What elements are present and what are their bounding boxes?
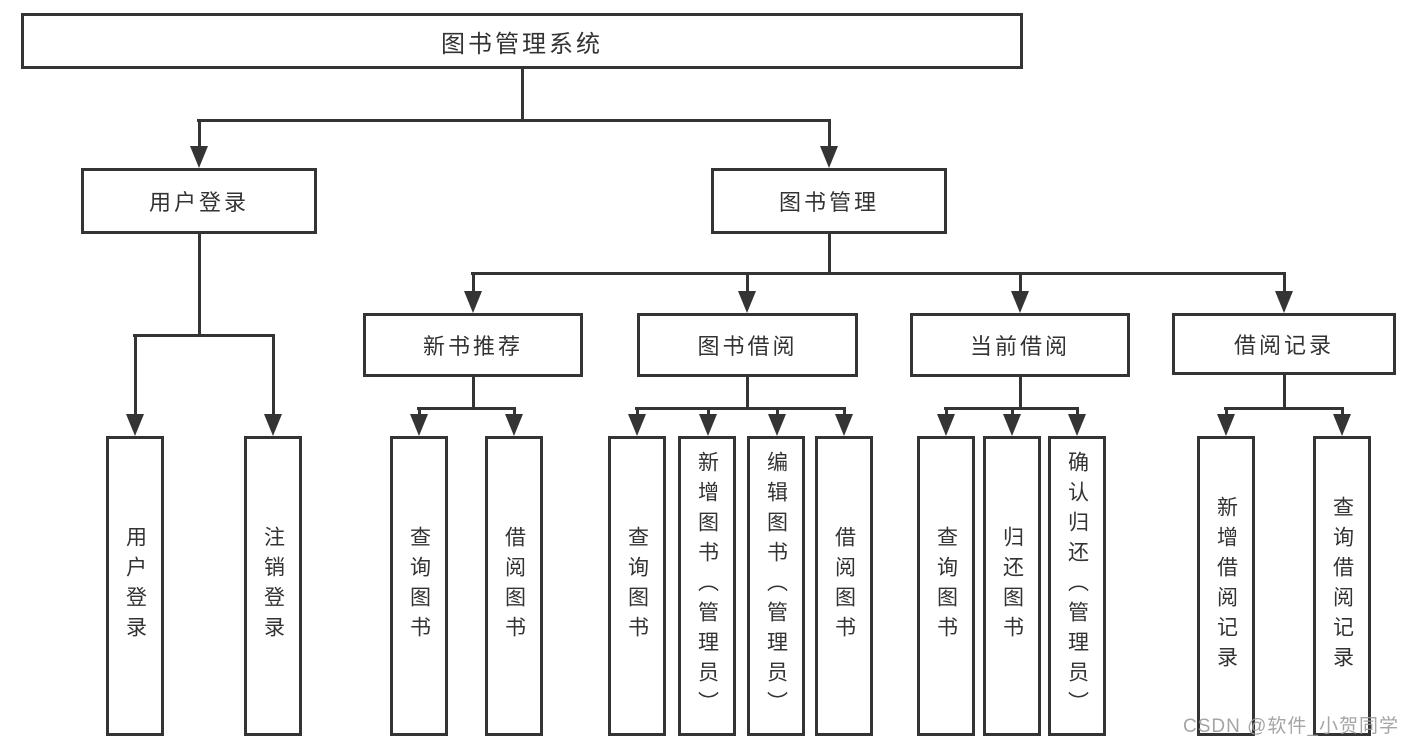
leaf-label: 编辑图书（管理员） [764, 451, 788, 721]
leaf-query-books-recommend: 查询图书 [390, 436, 448, 736]
leaf-label: 新增借阅记录 [1214, 496, 1238, 676]
csdn-watermark: CSDN @软件_小贺同学 [1183, 716, 1399, 737]
leaf-label: 查询图书 [407, 526, 431, 646]
leaf-confirm-return-admin: 确认归还（管理员） [1048, 436, 1106, 736]
leaf-logout: 注销登录 [244, 436, 302, 736]
node-label: 图书管理 [778, 190, 879, 215]
arrowhead-icon [628, 414, 646, 436]
node-new-book-recommend: 新书推荐 [363, 313, 583, 377]
connector-segment [746, 272, 749, 293]
node-label: 图书借阅 [697, 334, 798, 359]
connector-segment [1283, 272, 1286, 293]
connector-segment [828, 234, 831, 275]
connector-segment [1011, 407, 1014, 416]
node-borrowing-records: 借阅记录 [1172, 313, 1396, 375]
leaf-query-books-borrowing: 查询图书 [608, 436, 666, 736]
arrowhead-icon [464, 291, 482, 313]
connector-segment [198, 119, 201, 150]
connector-segment [746, 377, 749, 407]
leaf-label: 查询图书 [625, 526, 649, 646]
connector-segment [417, 407, 516, 410]
node-book-management: 图书管理 [711, 168, 947, 234]
connector-segment [843, 407, 846, 416]
connector-segment [521, 69, 524, 122]
arrowhead-icon [768, 414, 786, 436]
connector-segment [134, 334, 137, 416]
connector-segment [472, 272, 475, 293]
arrowhead-icon [835, 414, 853, 436]
leaf-label: 确认归还（管理员） [1065, 451, 1089, 721]
connector-segment [1341, 407, 1344, 416]
node-book-borrowing: 图书借阅 [637, 313, 858, 377]
connector-segment [198, 234, 201, 337]
node-current-borrowing: 当前借阅 [910, 313, 1130, 377]
leaf-label: 借阅图书 [832, 526, 856, 646]
connector-segment [272, 334, 275, 416]
connector-segment [197, 119, 831, 122]
arrowhead-icon [190, 146, 208, 168]
leaf-add-borrow-record: 新增借阅记录 [1197, 436, 1255, 736]
arrowhead-icon [1333, 414, 1351, 436]
node-label: 借阅记录 [1233, 333, 1334, 358]
arrowhead-icon [1003, 414, 1021, 436]
leaf-query-borrow-record: 查询借阅记录 [1313, 436, 1371, 736]
connector-segment [776, 407, 779, 416]
connector-segment [472, 377, 475, 407]
leaf-label: 借阅图书 [502, 526, 526, 646]
connector-segment [418, 407, 421, 416]
node-label: 当前借阅 [969, 334, 1070, 359]
connector-segment [1225, 407, 1228, 416]
leaf-query-books-current: 查询图书 [917, 436, 975, 736]
connector-segment [636, 407, 639, 416]
node-label: 图书管理系统 [441, 30, 603, 58]
node-label: 用户登录 [148, 190, 249, 215]
arrowhead-icon [1068, 414, 1086, 436]
connector-segment [1019, 377, 1022, 407]
connector-segment [945, 407, 948, 416]
leaf-label: 查询图书 [934, 526, 958, 646]
arrowhead-icon [937, 414, 955, 436]
leaf-user-login: 用户登录 [106, 436, 164, 736]
leaf-borrow-books-recommend: 借阅图书 [485, 436, 543, 736]
leaf-label: 注销登录 [261, 526, 285, 646]
connector-segment [828, 119, 831, 150]
arrowhead-icon [264, 414, 282, 436]
arrowhead-icon [410, 414, 428, 436]
connector-segment [1283, 375, 1286, 407]
connector-segment [133, 334, 275, 337]
leaf-label: 归还图书 [1000, 526, 1024, 646]
leaf-label: 用户登录 [123, 526, 147, 646]
connector-segment [1076, 407, 1079, 416]
leaf-borrow-books-borrowing: 借阅图书 [815, 436, 873, 736]
arrowhead-icon [126, 414, 144, 436]
arrowhead-icon [1275, 291, 1293, 313]
node-label: 新书推荐 [422, 334, 523, 359]
leaf-return-books: 归还图书 [983, 436, 1041, 736]
leaf-add-books-admin: 新增图书（管理员） [678, 436, 736, 736]
leaf-edit-books-admin: 编辑图书（管理员） [747, 436, 805, 736]
leaf-label: 查询借阅记录 [1330, 496, 1354, 676]
arrowhead-icon [505, 414, 523, 436]
node-user-login: 用户登录 [81, 168, 317, 234]
connector-segment [1019, 272, 1022, 293]
connector-segment [707, 407, 710, 416]
arrowhead-icon [1217, 414, 1235, 436]
arrowhead-icon [1011, 291, 1029, 313]
connector-segment [635, 407, 846, 410]
connector-segment [513, 407, 516, 416]
arrowhead-icon [820, 146, 838, 168]
arrowhead-icon [699, 414, 717, 436]
connector-segment [1224, 407, 1344, 410]
node-library-management-system: 图书管理系统 [21, 13, 1023, 69]
leaf-label: 新增图书（管理员） [695, 451, 719, 721]
arrowhead-icon [738, 291, 756, 313]
connector-segment [471, 272, 1286, 275]
